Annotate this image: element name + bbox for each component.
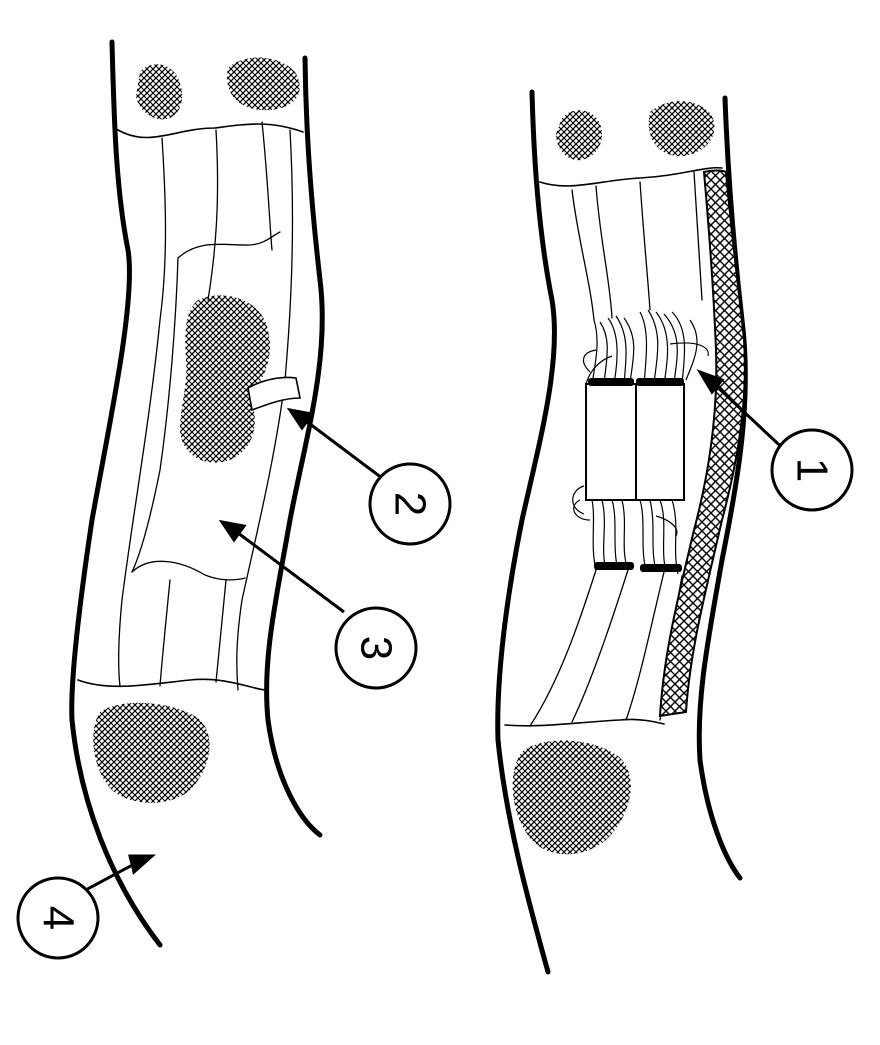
shading-patch [227,57,300,111]
right-cable-conductor [571,189,595,321]
shading-patch [179,295,270,463]
splice-sleeves [585,383,685,501]
callout-leaders [81,369,792,894]
right-cable-conductor [625,571,665,721]
right-cable-conductor [639,181,651,311]
braided-shield [658,169,746,718]
leader-1-arrowhead [696,369,725,395]
splice-sleeve-top [635,383,685,501]
shading-patch [136,64,183,120]
left-cable-conductor [261,121,273,251]
left-cable-conductor [118,137,167,687]
callout-1: 1 [770,428,854,512]
left-cable-sheath-line [236,129,294,691]
callout-2-label: 2 [386,492,435,516]
splice-end-caps [588,378,684,572]
right-cable-jacket-cut-bottom [504,718,665,727]
right-cable-conductor [693,171,703,301]
right-cable-outer-wall-left [495,89,557,975]
splice-strands-upper [582,309,709,385]
callout-2: 2 [368,462,452,546]
leader-2 [301,416,383,480]
puncture-mark [247,376,301,412]
right-cable-conductor [529,569,597,727]
leader-1 [710,380,792,457]
leader-3 [233,528,345,614]
callout-3-label: 3 [352,636,401,660]
left-cable-shading [93,57,300,803]
left-cable-conductor [207,129,219,301]
leader-2-arrowhead [286,407,315,431]
callout-3: 3 [334,606,418,690]
left-cable-outer-wall-left [69,39,163,948]
leader-4-arrowhead [128,854,156,875]
left-cable [69,39,325,948]
left-cable-window-edge [131,257,179,573]
left-cable-window-top [177,231,281,259]
right-cable-shading [512,101,715,855]
callout-4-label: 4 [34,906,83,930]
splice-sleeve-top [585,383,637,501]
callout-1-label: 1 [788,458,837,482]
right-cable-jacket-cut-top [539,166,723,187]
leader-3-arrowhead [218,519,247,543]
left-cable-jacket-cut-bottom [77,678,267,691]
left-cable-outer-wall-right [264,55,325,838]
left-cable-conductor [215,579,227,683]
shading-patch [93,702,210,803]
callout-4: 4 [16,876,100,960]
leader-4 [81,860,139,894]
shading-patch [556,110,602,161]
right-cable-conductor [595,185,613,319]
right-cable-conductor [571,569,629,723]
shading-patch [648,101,715,157]
left-cable-window-bottom [131,560,246,581]
left-cable-conductor [159,579,171,687]
shading-patch [512,740,631,855]
left-cable-jacket-cut-top [117,123,304,139]
